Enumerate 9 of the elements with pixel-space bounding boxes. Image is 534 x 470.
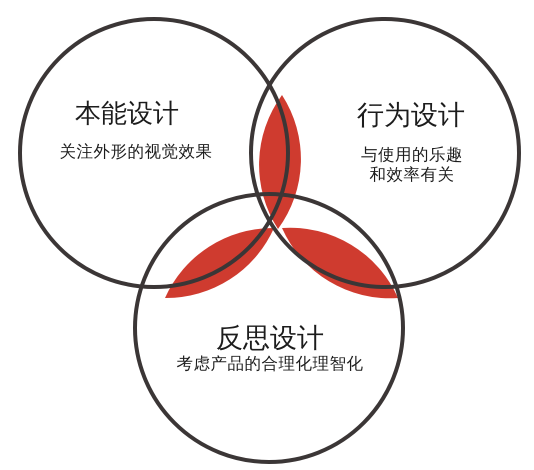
circle-description: 考虑产品的合理化理智化 — [176, 354, 364, 374]
circle-heading: 行为设计 — [357, 100, 465, 132]
circle — [133, 192, 405, 464]
circle-description: 与使用的乐趣和效率有关 — [360, 145, 464, 185]
circle-heading: 反思设计 — [216, 323, 324, 355]
circle — [18, 17, 290, 289]
circle-description: 关注外形的视觉效果 — [60, 142, 212, 162]
circle-heading: 本能设计 — [75, 99, 179, 130]
circle — [249, 17, 521, 289]
